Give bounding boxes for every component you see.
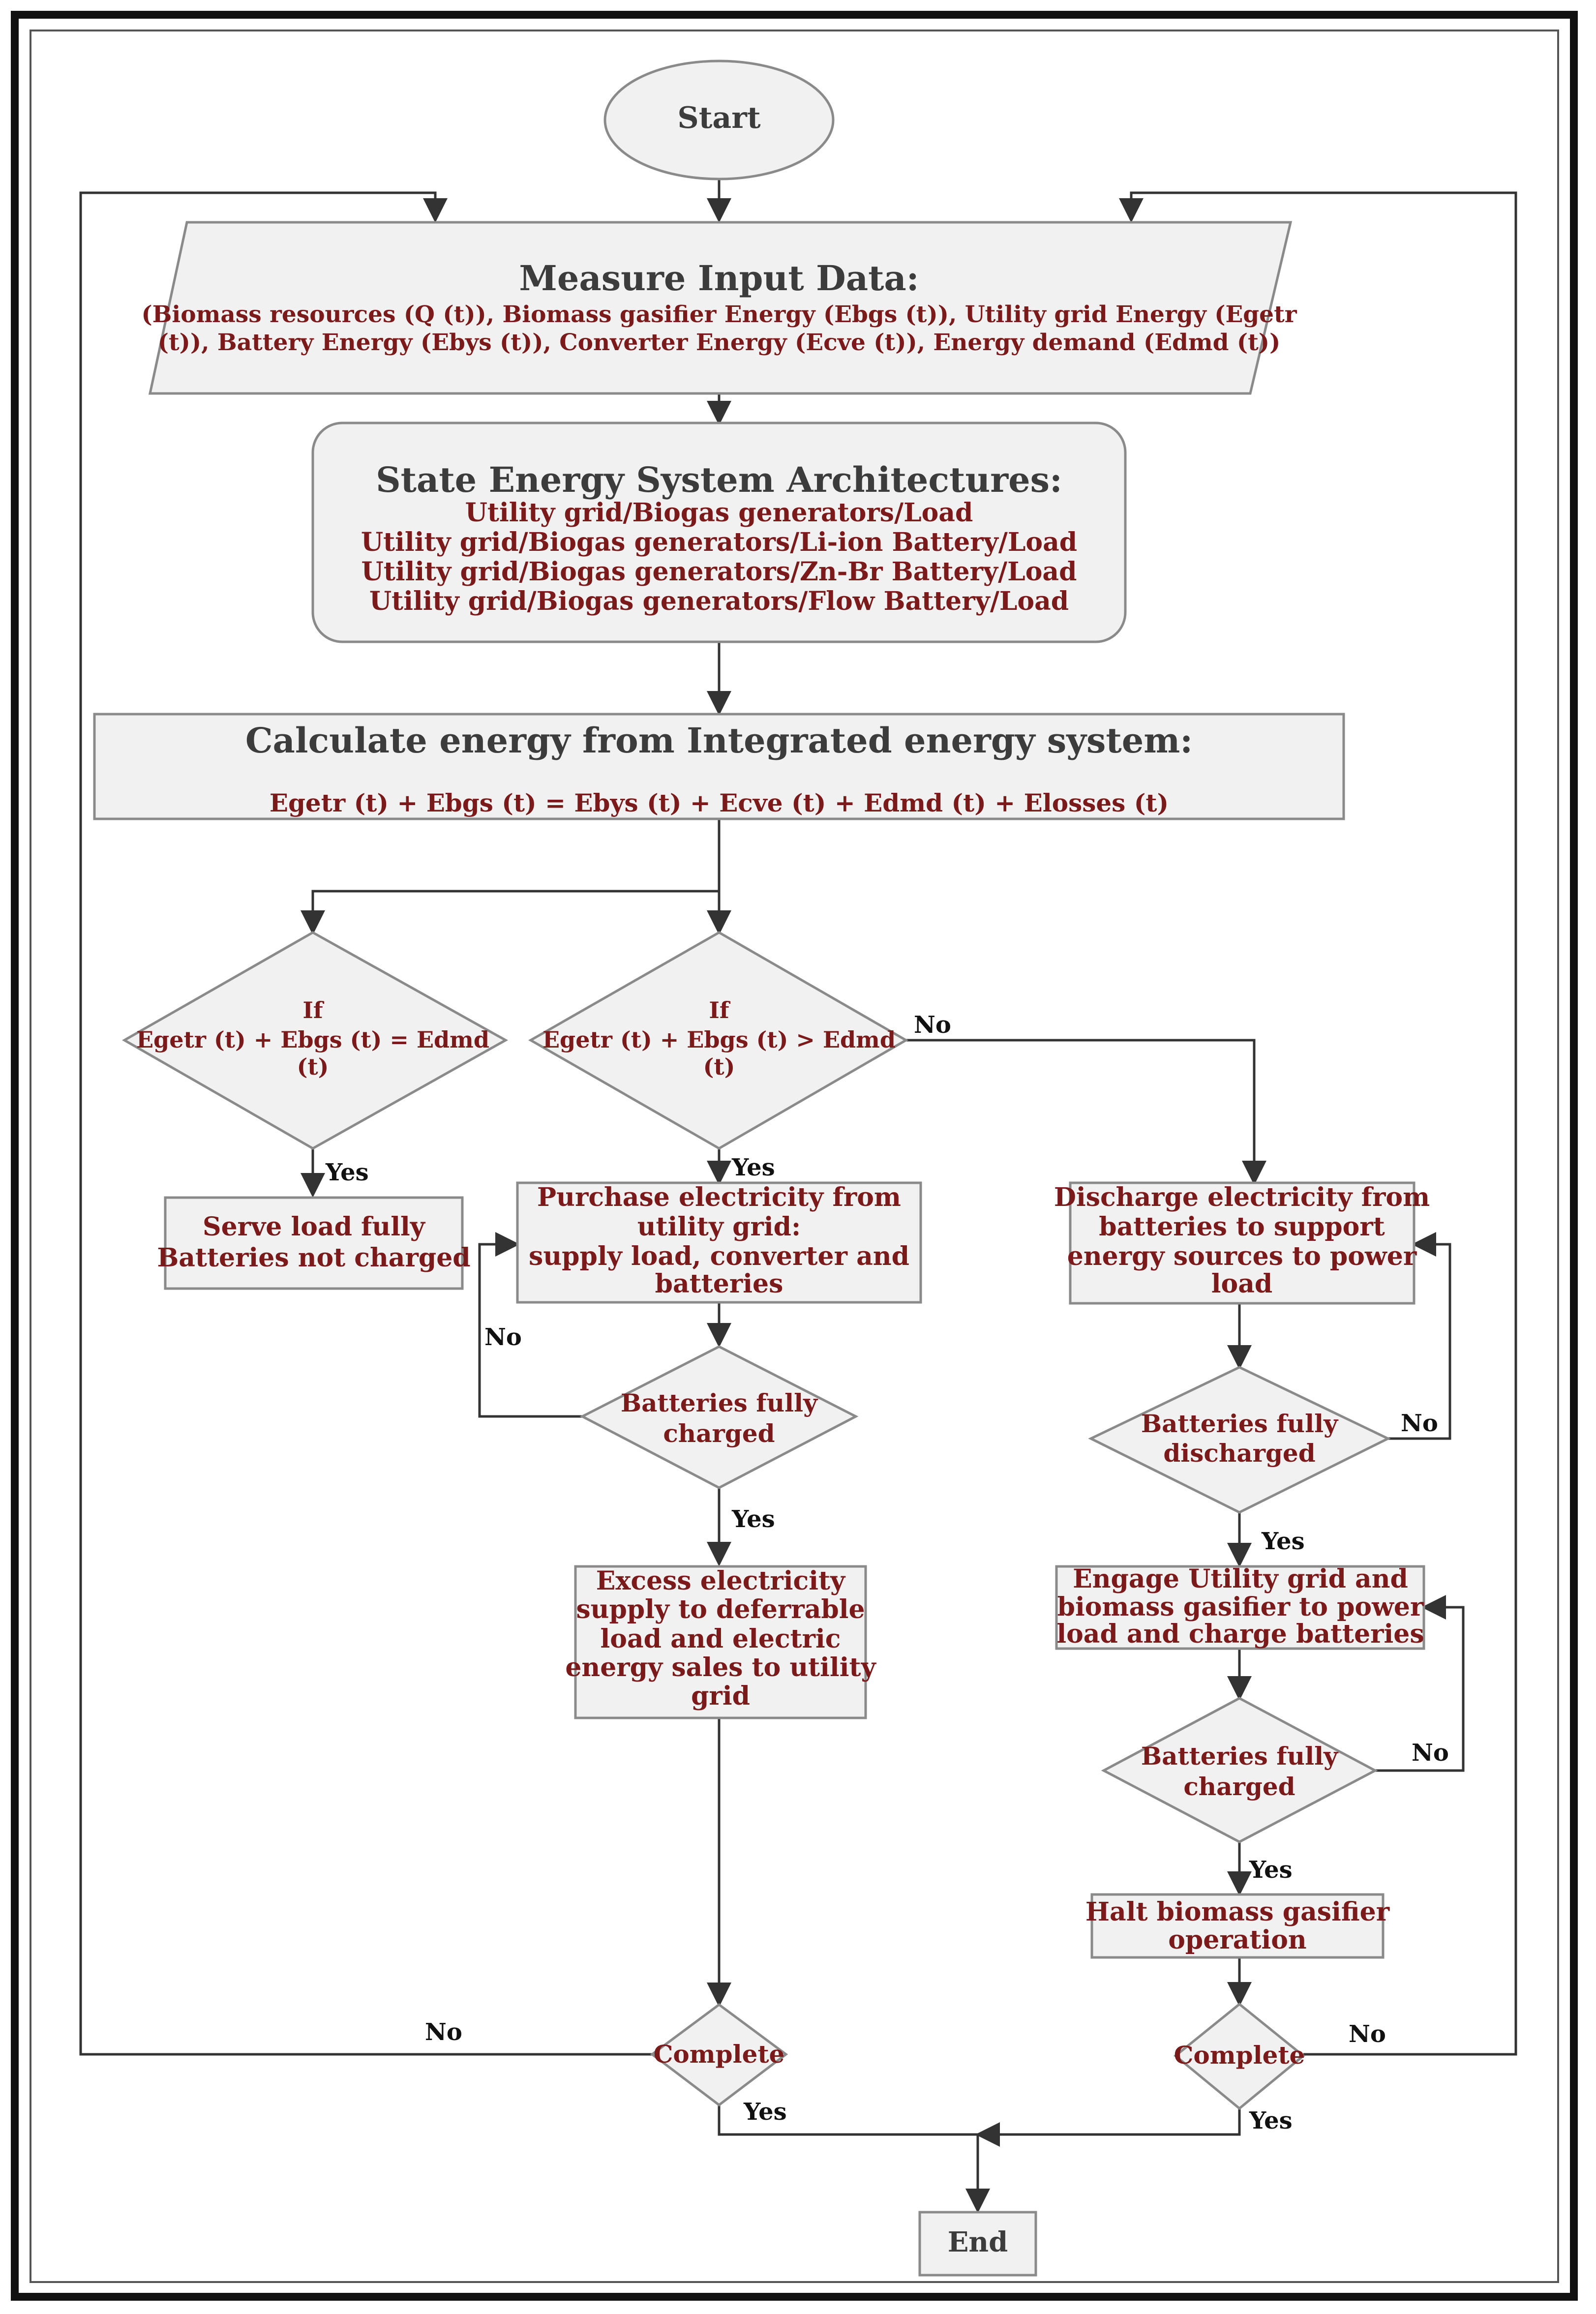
batt-discharged-line-2: discharged <box>1163 1439 1315 1468</box>
decision-equal-line-3: (t) <box>297 1053 329 1080</box>
end-label: End <box>948 2226 1008 2258</box>
label-charged-mid-yes: Yes <box>731 1505 775 1533</box>
engage-line-3: load and charge batteries <box>1056 1619 1424 1649</box>
architectures-line-4: Utility grid/Biogas generators/Flow Batt… <box>369 586 1069 616</box>
complete-mid-node <box>650 2003 788 2107</box>
batt-discharged-line-1: Batteries fully <box>1141 1409 1339 1438</box>
complete-right-node <box>1174 2002 1305 2110</box>
decision-greater-line-2: Egetr (t) + Ebgs (t) > Edmd <box>542 1026 896 1053</box>
batt-charged-right-node <box>1101 1697 1378 1843</box>
batt-charged-right-line-1: Batteries fully <box>1141 1742 1339 1771</box>
label-equal-yes: Yes <box>325 1159 369 1186</box>
end-node <box>918 2211 1037 2277</box>
discharge-line-2: batteries to support <box>1099 1212 1385 1242</box>
calculate-node <box>93 713 1345 820</box>
calculate-title: Calculate energy from Integrated energy … <box>245 720 1193 761</box>
batt-discharged-node <box>1088 1366 1391 1514</box>
complete-mid-label: Complete <box>654 2040 785 2069</box>
excess-line-2: supply to deferrable <box>576 1594 865 1624</box>
label-discharged-no: No <box>1401 1410 1438 1437</box>
input-title: Measure Input Data: <box>519 258 919 299</box>
decision-greater-line-3: (t) <box>703 1053 735 1080</box>
batt-charged-mid-line-2: charged <box>663 1419 775 1448</box>
engage-line-1: Engage Utility grid and <box>1073 1564 1408 1594</box>
halt-line-1: Halt biomass gasifier <box>1085 1897 1390 1927</box>
input-line-2: (t)), Battery Energy (Ebys (t)), Convert… <box>158 329 1281 356</box>
label-greater-yes: Yes <box>731 1154 775 1181</box>
edges <box>79 179 1517 2213</box>
serve-load-line-1: Serve load fully <box>203 1212 426 1242</box>
batt-charged-right-line-2: charged <box>1183 1772 1295 1801</box>
start-node <box>603 60 835 180</box>
architectures-node <box>311 421 1127 643</box>
halt-node <box>1090 1893 1385 1959</box>
decision-equal-line-2: Egetr (t) + Ebgs (t) = Edmd <box>136 1026 489 1053</box>
label-complete-right-no: No <box>1349 2020 1386 2048</box>
decision-equal-line-1: If <box>302 997 325 1023</box>
discharge-line-1: Discharge electricity from <box>1054 1182 1430 1212</box>
purchase-line-1: Purchase electricity from <box>537 1182 901 1212</box>
edge-battright-no-loop <box>1375 1595 1465 1772</box>
input-line-1: (Biomass resources (Q (t)), Biomass gasi… <box>141 301 1297 328</box>
engage-node <box>1055 1565 1425 1650</box>
decision-greater-node <box>528 931 908 1150</box>
edge-battmid-no-loop <box>478 1232 582 1418</box>
decision-equal-node <box>121 931 509 1150</box>
edge-loop-left <box>79 191 652 2056</box>
edge-greater-no-discharge <box>906 1039 1266 1185</box>
excess-line-5: grid <box>691 1681 750 1711</box>
batt-charged-mid-node <box>579 1345 859 1489</box>
excess-line-1: Excess electricity <box>596 1566 846 1596</box>
nodes <box>93 60 1425 2277</box>
architectures-line-3: Utility grid/Biogas generators/Zn-Br Bat… <box>361 557 1077 587</box>
label-charged-right-no: No <box>1412 1739 1449 1767</box>
edge-calc-split-left <box>301 819 721 935</box>
edge-loop-right <box>1119 191 1517 2056</box>
purchase-line-4: batteries <box>655 1269 783 1299</box>
label-complete-mid-yes: Yes <box>743 2098 787 2126</box>
serve-load-line-2: Batteries not charged <box>157 1243 470 1273</box>
purchase-line-3: supply load, converter and <box>529 1241 909 1271</box>
label-complete-mid-no: No <box>425 2018 462 2046</box>
input-node <box>148 221 1293 395</box>
edge-complete-right-end <box>975 2108 1241 2147</box>
discharge-line-3: energy sources to power <box>1067 1241 1417 1271</box>
label-discharged-yes: Yes <box>1261 1528 1305 1555</box>
serve-load-node <box>164 1196 464 1290</box>
label-charged-mid-no: No <box>484 1323 522 1351</box>
complete-right-label: Complete <box>1174 2041 1305 2070</box>
purchase-node <box>516 1181 922 1304</box>
engage-line-2: biomass gasifier to power <box>1057 1592 1424 1622</box>
start-label: Start <box>677 101 761 135</box>
architectures-title: State Energy System Architectures: <box>376 459 1062 500</box>
decision-greater-line-1: If <box>709 997 731 1023</box>
label-greater-no: No <box>914 1011 951 1039</box>
excess-line-4: energy sales to utility <box>565 1653 876 1683</box>
discharge-line-4: load <box>1211 1269 1273 1299</box>
excess-node <box>574 1565 867 1719</box>
calculate-equation: Egetr (t) + Ebgs (t) = Ebys (t) + Ecve (… <box>270 788 1169 817</box>
label-charged-right-yes: Yes <box>1249 1856 1293 1884</box>
batt-charged-mid-line-1: Batteries fully <box>621 1388 818 1417</box>
inner-frame <box>30 30 1559 2283</box>
edge-battdis-no-loop <box>1388 1232 1451 1440</box>
excess-line-3: load and electric <box>601 1624 841 1654</box>
discharge-node <box>1069 1181 1415 1305</box>
edge-complete-mid-end <box>718 2105 990 2213</box>
architectures-line-1: Utility grid/Biogas generators/Load <box>465 498 973 528</box>
halt-line-2: operation <box>1168 1925 1306 1955</box>
label-complete-right-yes: Yes <box>1249 2107 1293 2134</box>
purchase-line-2: utility grid: <box>637 1212 801 1242</box>
architectures-line-2: Utility grid/Biogas generators/Li-ion Ba… <box>361 527 1077 557</box>
